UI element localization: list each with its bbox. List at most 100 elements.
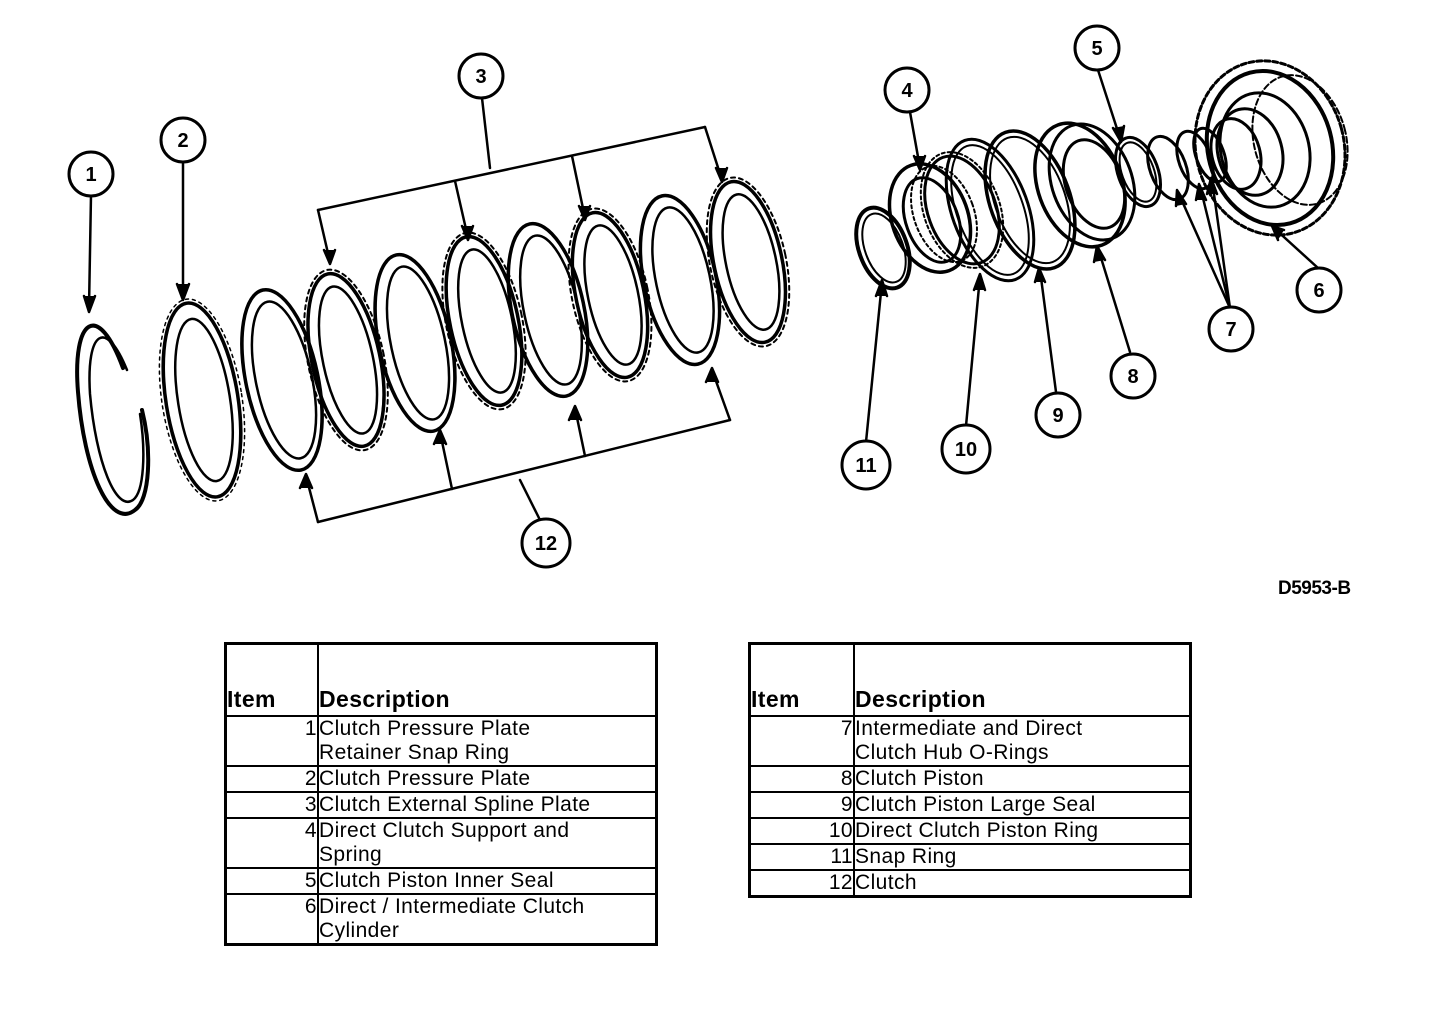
callout-3: 3 (457, 52, 505, 100)
callout-label: 11 (855, 455, 876, 477)
table-row: 3 Clutch External Spline Plate (224, 791, 658, 819)
clutch-plate-stack (240, 176, 791, 473)
callout-label: 5 (1091, 38, 1102, 60)
callout-label: 3 (475, 66, 486, 88)
description-line: Clutch Piston Large Seal (855, 793, 1096, 816)
item-description: Clutch Piston Inner Seal (317, 867, 658, 895)
part-1-snap-ring (75, 323, 151, 516)
column-header-item: Item (748, 642, 855, 717)
description-line: Retainer Snap Ring (319, 741, 510, 764)
description-line: Snap Ring (855, 845, 957, 868)
callout-label: 7 (1225, 319, 1236, 341)
description-line: Direct / Intermediate Clutch (319, 895, 585, 918)
leaders-right-assembly (864, 68, 1320, 444)
table-row: 10 Direct Clutch Piston Ring (748, 817, 1192, 845)
item-number: 2 (224, 765, 319, 793)
description-line: Clutch (855, 871, 917, 894)
legend-table-right: Item Description 7 Intermediate and Dire… (748, 642, 1192, 898)
item-description: Clutch Pressure Plate Retainer Snap Ring (317, 715, 658, 767)
leader-item-1 (82, 193, 97, 314)
callout-1: 1 (67, 150, 115, 198)
part-9-large-seal (983, 129, 1077, 271)
description-line: Intermediate and Direct (855, 717, 1083, 740)
bracket-item-12 (298, 366, 732, 524)
description-line: Spring (319, 843, 383, 866)
callout-2: 2 (159, 116, 207, 164)
bracket-item-3 (316, 96, 729, 266)
callout-4: 4 (883, 66, 931, 114)
item-description: Clutch Piston (853, 765, 1192, 793)
callout-6: 6 (1295, 266, 1343, 314)
part-2-pressure-plate (158, 298, 246, 502)
table-row: 4 Direct Clutch Support and Spring (224, 817, 658, 869)
table-row: 8 Clutch Piston (748, 765, 1192, 793)
description-line: Clutch Pressure Plate (319, 717, 531, 740)
callout-label: 6 (1313, 280, 1324, 302)
callout-11: 11 (840, 439, 892, 491)
item-number: 6 (224, 893, 319, 946)
item-number: 4 (224, 817, 319, 869)
description-line: Direct Clutch Piston Ring (855, 819, 1099, 842)
column-header-item: Item (224, 642, 319, 717)
table-row: 7 Intermediate and Direct Clutch Hub O-R… (748, 715, 1192, 767)
callout-label: 12 (535, 533, 557, 555)
item-description: Clutch Pressure Plate (317, 765, 658, 793)
callout-10: 10 (940, 423, 992, 475)
callout-12: 12 (520, 517, 572, 569)
item-number: 9 (748, 791, 855, 819)
item-number: 11 (748, 843, 855, 871)
description-line: Clutch Piston Inner Seal (319, 869, 554, 892)
description-line: Cylinder (319, 919, 400, 942)
item-description: Clutch Piston Large Seal (853, 791, 1192, 819)
callout-8: 8 (1109, 352, 1157, 400)
figure-code: D5953-B (1278, 578, 1351, 599)
callout-label: 9 (1052, 405, 1063, 427)
table-row: 11 Snap Ring (748, 843, 1192, 871)
column-header-description: Description (317, 642, 658, 717)
item-description: Clutch External Spline Plate (317, 791, 658, 819)
item-number: 3 (224, 791, 319, 819)
item-number: 8 (748, 765, 855, 793)
callout-7: 7 (1207, 305, 1255, 353)
table-header-row: Item Description (748, 642, 1192, 717)
leader-item-2 (175, 160, 191, 302)
item-description: Direct Clutch Support and Spring (317, 817, 658, 869)
item-number: 12 (748, 869, 855, 898)
callout-label: 2 (177, 130, 188, 152)
description-line: Clutch Hub O-Rings (855, 741, 1049, 764)
column-header-description: Description (853, 642, 1192, 717)
part-10-piston-ring (944, 137, 1036, 283)
part-8-clutch-piston (1033, 121, 1137, 249)
callout-label: 4 (901, 80, 913, 102)
part-5-inner-seal (1114, 135, 1162, 209)
item-number: 10 (748, 817, 855, 845)
table-row: 2 Clutch Pressure Plate (224, 765, 658, 793)
table-row: 9 Clutch Piston Large Seal (748, 791, 1192, 819)
item-number: 7 (748, 715, 855, 767)
description-line: Clutch Piston (855, 767, 984, 790)
callout-label: 8 (1127, 366, 1138, 388)
table-row: 5 Clutch Piston Inner Seal (224, 867, 658, 895)
part-6-clutch-cylinder (1193, 59, 1349, 237)
table-header-row: Item Description (224, 642, 658, 717)
item-description: Snap Ring (853, 843, 1192, 871)
item-description: Direct Clutch Piston Ring (853, 817, 1192, 845)
description-line: Clutch Pressure Plate (319, 767, 531, 790)
table-row: 6 Direct / Intermediate Clutch Cylinder (224, 893, 658, 946)
callout-5: 5 (1073, 24, 1121, 72)
legend-table-left: Item Description 1 Clutch Pressure Plate… (224, 642, 658, 946)
table-row: 12 Clutch (748, 869, 1192, 898)
item-description: Direct / Intermediate Clutch Cylinder (317, 893, 658, 946)
item-description: Clutch (853, 869, 1192, 898)
callout-label: 1 (85, 164, 96, 186)
item-number: 1 (224, 715, 319, 767)
description-line: Direct Clutch Support and (319, 819, 570, 842)
callout-9: 9 (1034, 391, 1082, 439)
item-number: 5 (224, 867, 319, 895)
item-description: Intermediate and Direct Clutch Hub O-Rin… (853, 715, 1192, 767)
description-line: Clutch External Spline Plate (319, 793, 591, 816)
part-11-snap-ring (854, 205, 912, 291)
table-row: 1 Clutch Pressure Plate Retainer Snap Ri… (224, 715, 658, 767)
callout-label: 10 (955, 439, 977, 461)
